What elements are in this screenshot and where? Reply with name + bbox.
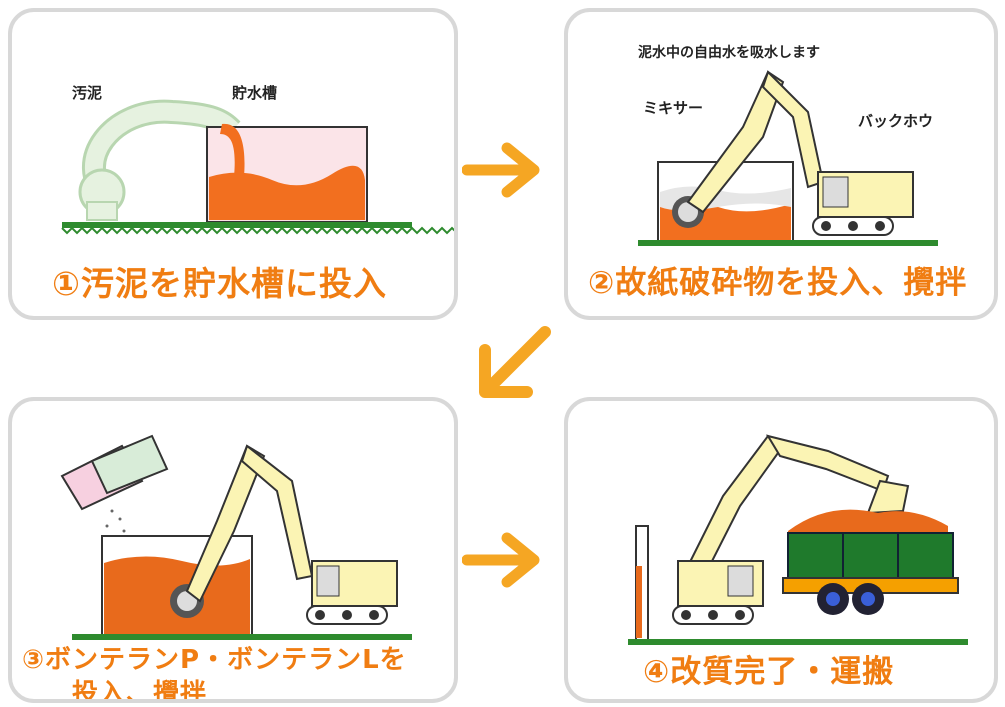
arrow-right-icon xyxy=(462,142,540,198)
sludge-label: 汚泥 xyxy=(72,84,103,102)
step-3-caption-line2: 投入、攪拌 xyxy=(72,679,208,703)
step-3-illustration xyxy=(60,434,412,640)
step-2-caption: ②故紙破砕物を投入、攪拌 xyxy=(588,265,968,301)
step-1-caption: ①汚泥を貯水槽に投入 xyxy=(52,264,387,303)
step-4-panel: ④改質完了・運搬 xyxy=(564,397,998,703)
step-2-illustration xyxy=(638,70,938,246)
arrow-down-left-icon xyxy=(479,326,551,398)
step-3-caption-line1: ③ボンテランP・ボンテランLを xyxy=(22,645,407,675)
backhoe-label: バックホウ xyxy=(858,112,934,130)
step-4-caption: ④改質完了・運搬 xyxy=(643,654,895,690)
step-4-illustration xyxy=(628,434,968,645)
mixer-label: ミキサー xyxy=(643,99,704,117)
step-1-panel: 汚泥 貯水槽 ①汚泥を貯水槽に投入 xyxy=(8,8,458,320)
step-2-panel: 泥水中の自由水を吸水します ミキサー バックホウ ②故紙破砕物を投入、攪拌 xyxy=(564,8,998,320)
tank-label: 貯水槽 xyxy=(232,84,278,102)
absorb-note: 泥水中の自由水を吸水します xyxy=(638,45,820,61)
arrow-right-bottom-icon xyxy=(462,532,540,588)
step-1-illustration xyxy=(61,99,454,235)
step-3-panel: ③ボンテランP・ボンテランLを 投入、攪拌 xyxy=(8,397,458,703)
